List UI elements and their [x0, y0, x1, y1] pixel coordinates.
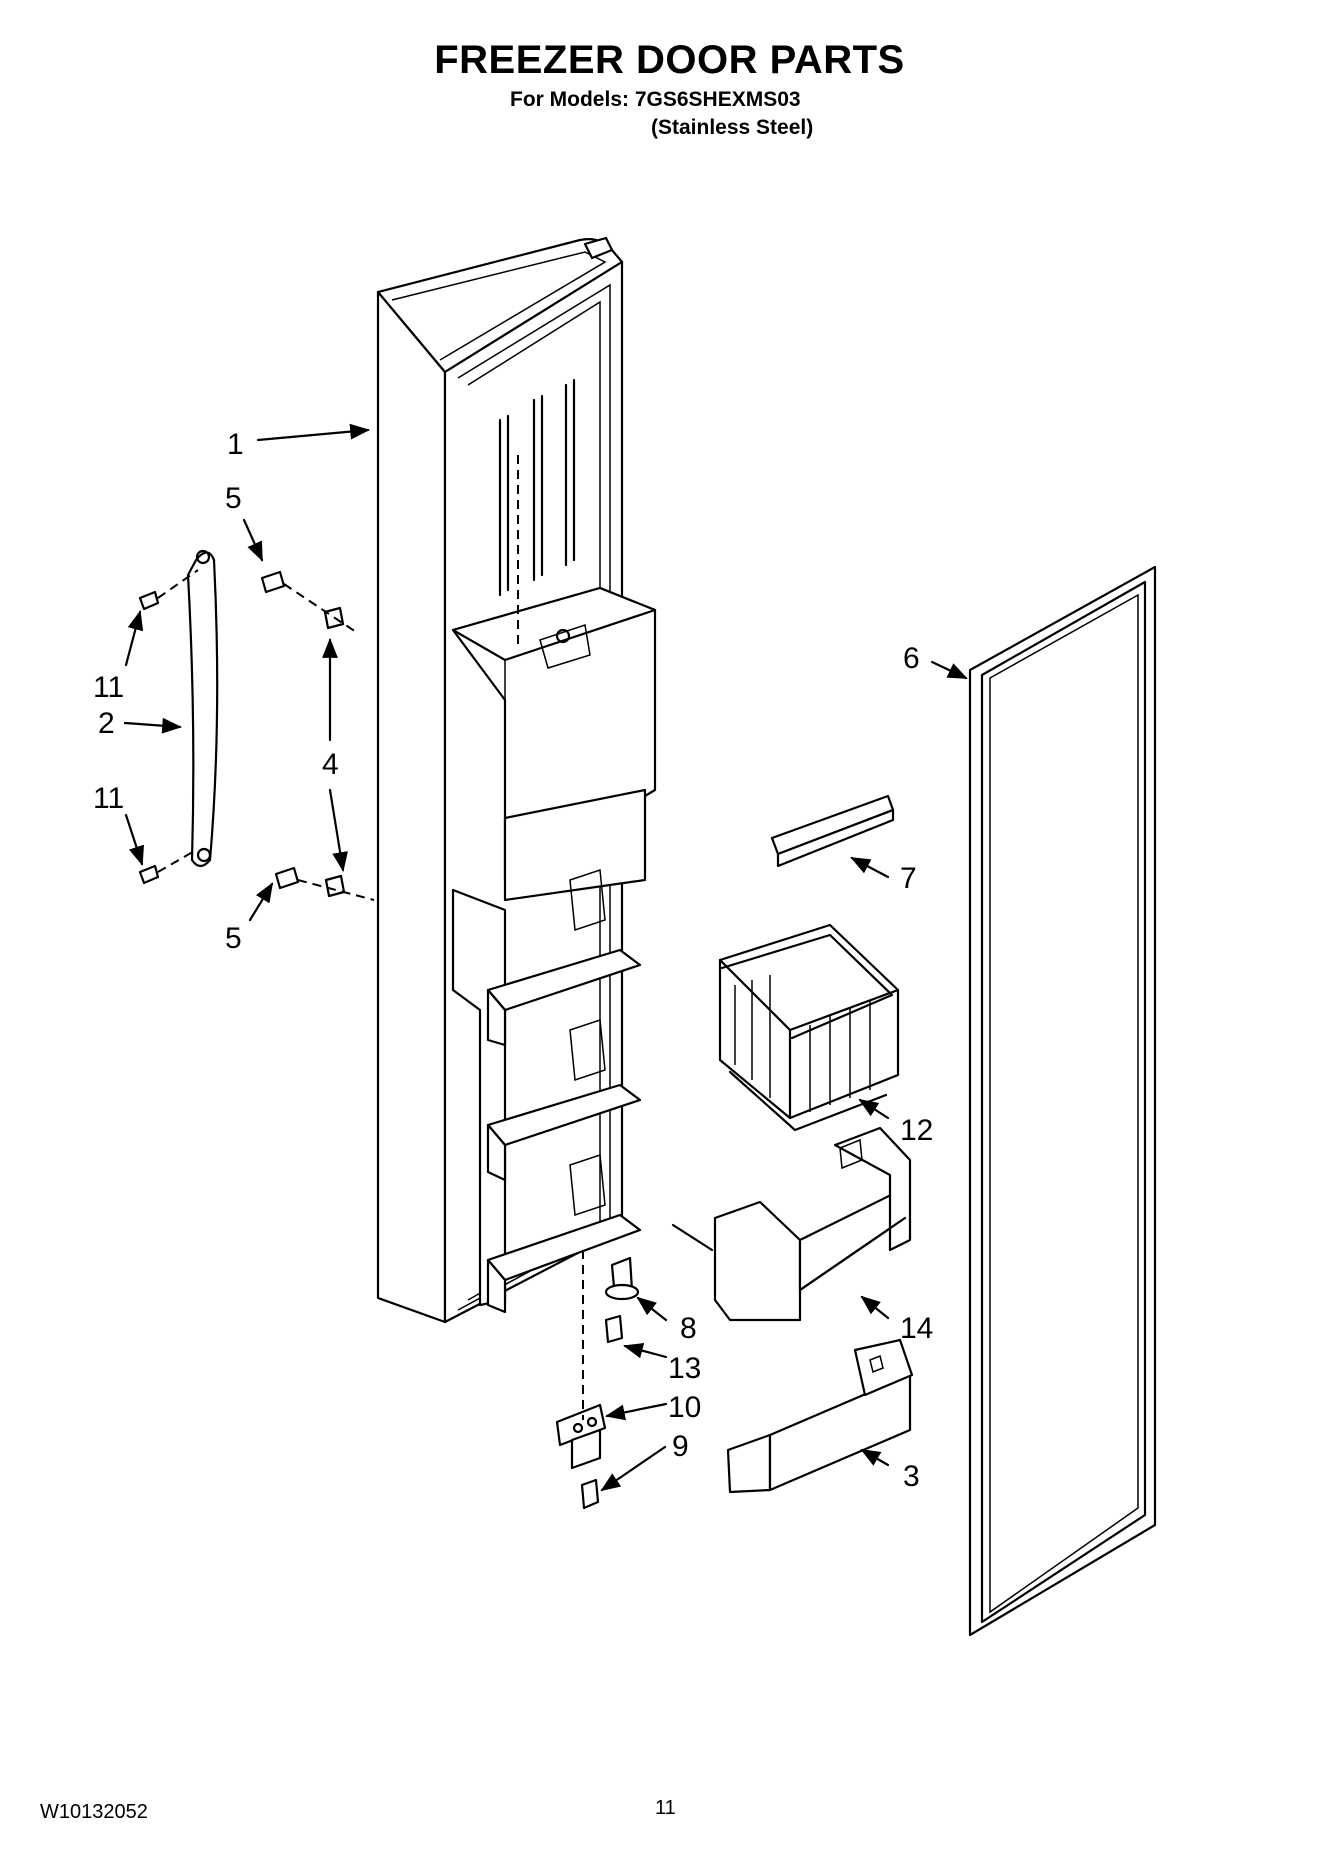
trim-strip-part: [770, 794, 895, 868]
door-bin-part: [713, 1126, 912, 1322]
callout-5-bottom: 5: [225, 922, 242, 955]
callout-11-top: 11: [93, 671, 124, 704]
callout-14: 14: [900, 1312, 933, 1345]
models-line: For Models: 7GS6SHEXMS03: [510, 88, 801, 111]
bracket-screw-part: [580, 1478, 600, 1510]
callout-13: 13: [668, 1352, 701, 1385]
door-shelf-bin-part: [726, 1338, 914, 1494]
callout-8: 8: [680, 1312, 697, 1345]
hinge-screw-part: [604, 1314, 624, 1344]
callout-6: 6: [903, 642, 920, 675]
callout-3: 3: [903, 1460, 920, 1493]
callout-7: 7: [900, 862, 917, 895]
freezer-door-part: [376, 236, 657, 1324]
callout-10: 10: [668, 1391, 701, 1424]
callout-2: 2: [98, 707, 115, 740]
callout-9: 9: [672, 1430, 689, 1463]
page-title: FREEZER DOOR PARTS: [434, 38, 905, 82]
hinge-hardware: [555, 1250, 640, 1510]
document-number: W10132052: [40, 1801, 148, 1823]
hinge-pin-base: [604, 1283, 640, 1301]
handle-mount-screw-part: [260, 570, 300, 890]
callout-12: 12: [900, 1114, 933, 1147]
handle-screw-part: [138, 590, 160, 885]
callout-1: 1: [227, 428, 244, 461]
callout-labels: 1 5 11 2 4 11 5 6 7 12 14 8 13 10 9 3: [93, 428, 933, 1493]
wire-basket-part: [718, 923, 900, 1132]
door-handle-part: [186, 549, 219, 868]
door-gasket-part: [968, 565, 1157, 1637]
handle-stud-part: [323, 606, 346, 898]
callout-5-top: 5: [225, 482, 242, 515]
callout-arrows: [123, 423, 968, 1492]
callout-11-bottom: 11: [93, 782, 124, 815]
page-number: 11: [655, 1797, 676, 1819]
finish-line: (Stainless Steel): [651, 116, 814, 139]
callout-4: 4: [322, 748, 339, 781]
